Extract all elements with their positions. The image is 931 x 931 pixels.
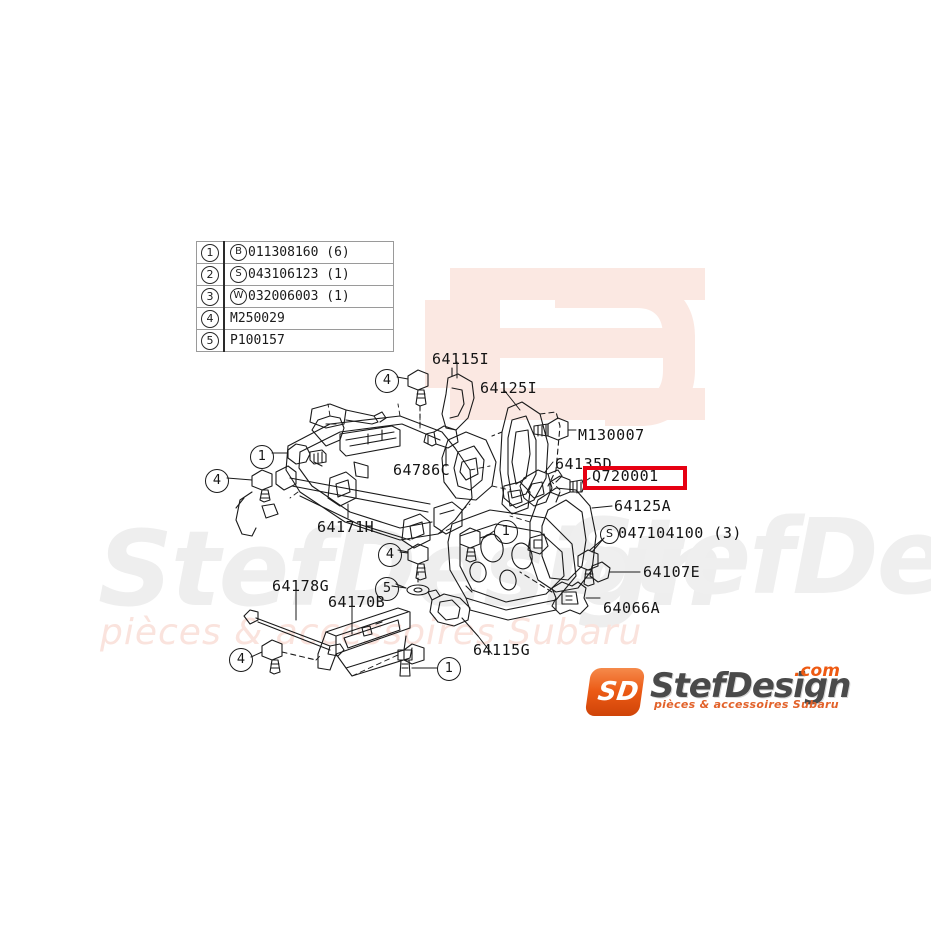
label-64125i: 64125I [480, 379, 538, 397]
callout-1-center: 1 [494, 520, 518, 544]
legend-prefix-s-icon: S [230, 266, 247, 283]
label-64125a: 64125A [614, 497, 672, 515]
label-64066a: 64066A [603, 599, 661, 617]
part-64125a-side-cover [527, 487, 597, 593]
bolt-callout-4-bottom [261, 639, 317, 675]
badge-s-047104100: S [600, 525, 619, 544]
leader-lines [226, 361, 641, 669]
legend-code-1: 011308160 (6) [248, 245, 350, 260]
seat-trim-clip-left [309, 403, 387, 429]
part-64125i-side-frame [491, 401, 561, 515]
bolt-m130007 [533, 417, 569, 441]
legend-code-5: P100157 [230, 333, 285, 348]
legend-row: 4 M250029 [196, 307, 394, 330]
logo-tagline-text: pièces & accessoires Subaru [654, 698, 839, 711]
legend-index-5: 5 [201, 331, 219, 350]
bolt-callout-4-left [251, 469, 273, 503]
legend-code-4: M250029 [230, 311, 285, 326]
bolt-callout-1-left [287, 443, 327, 465]
legend-value-cell: P100157 [223, 329, 394, 352]
legend-row: 5 P100157 [196, 329, 394, 352]
part-64115g-clip [427, 589, 479, 637]
legend-index-3: 3 [201, 287, 219, 306]
label-64107e: 64107E [643, 563, 701, 581]
bolt-047104100 [577, 537, 605, 587]
bolt-callout-4-mid [397, 543, 429, 581]
washer-callout-5 [395, 571, 430, 596]
label-047104100: 047104100 (3) [618, 524, 742, 542]
bolt-callout-4-top [407, 369, 429, 427]
label-64115i: 64115I [432, 350, 490, 368]
callout-4-bottom: 4 [229, 648, 253, 672]
part-64135d-bracket [519, 469, 563, 507]
legend-index-cell: 1 [196, 241, 225, 264]
callout-5-mid: 5 [375, 577, 399, 601]
label-64171h: 64171H [317, 518, 375, 536]
legend-index-cell: 4 [196, 307, 225, 330]
legend-prefix-b-icon: B [230, 244, 247, 261]
callout-1-bottom: 1 [437, 657, 461, 681]
label-m130007: M130007 [578, 426, 645, 444]
part-64786c-cover [441, 431, 497, 501]
legend-index-cell: 2 [196, 263, 225, 286]
part-64178g-rod [243, 609, 345, 657]
logo-mark-icon: SD [584, 668, 646, 716]
legend-index-cell: 3 [196, 285, 225, 308]
label-64170b: 64170B [328, 593, 386, 611]
hidden-lines [289, 403, 561, 677]
legend-index-4: 4 [201, 309, 219, 328]
legend-index-1: 1 [201, 243, 219, 262]
legend-prefix-w-icon: W [230, 288, 247, 305]
legend-value-cell: M250029 [223, 307, 394, 330]
label-64115g: 64115G [473, 641, 531, 659]
callout-4-mid: 4 [378, 543, 402, 567]
legend-code-2: 043106123 (1) [248, 267, 350, 282]
sterdesign-logo: SD StefDesign .com pièces & accessoires … [584, 661, 860, 722]
label-64178g: 64178G [272, 577, 330, 595]
q720001-highlight-box [583, 466, 687, 490]
legend-index-2: 2 [201, 265, 219, 284]
label-q720001: Q720001 [592, 467, 659, 485]
callout-4-top: 4 [375, 369, 399, 393]
callout-1-left: 1 [250, 445, 274, 469]
label-64786c: 64786C [393, 461, 451, 479]
callout-4-left: 4 [205, 469, 229, 493]
part-64115i-bracket [441, 367, 475, 431]
bolt-callout-1-center [459, 527, 493, 563]
part-64170b-rail [317, 607, 425, 677]
legend-index-cell: 5 [196, 329, 225, 352]
logo-brand-text: StefDesign [650, 666, 851, 706]
logo-tld-text: .com [794, 661, 840, 681]
legend-code-3: 032006003 (1) [248, 289, 350, 304]
logo-monogram: SD [595, 677, 641, 707]
